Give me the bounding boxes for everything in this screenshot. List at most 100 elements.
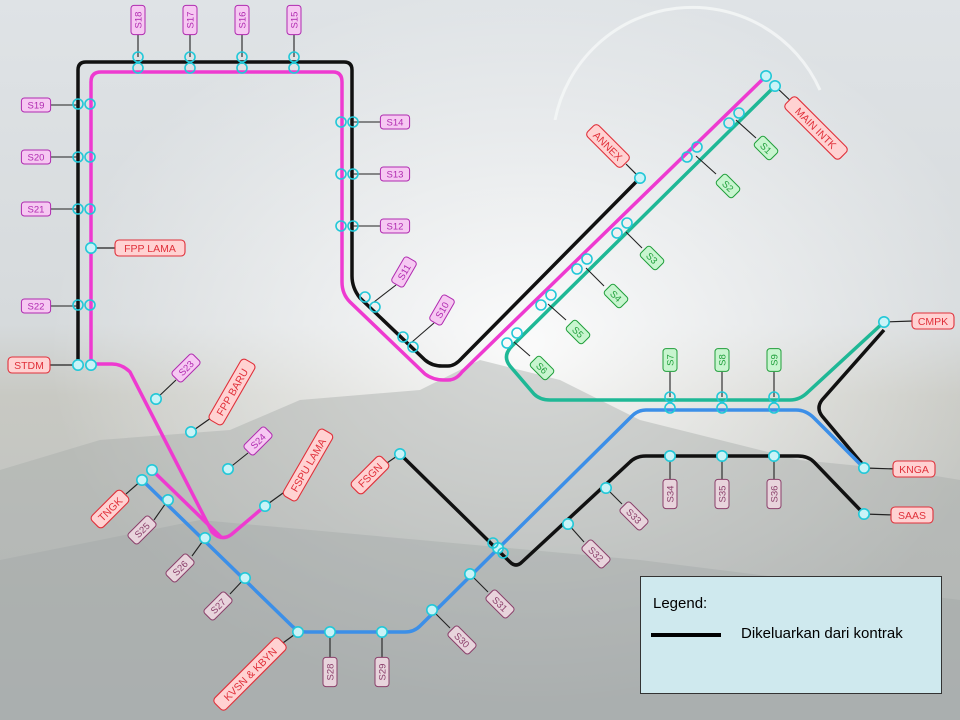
tag-box bbox=[391, 256, 417, 288]
tag-s25[interactable]: S25 bbox=[127, 515, 158, 546]
tag-label: S36 bbox=[770, 486, 781, 503]
tag-label: S29 bbox=[378, 664, 389, 681]
tag-s7[interactable]: S7 bbox=[662, 348, 678, 372]
magenta-line-north-loop bbox=[89, 70, 768, 382]
black-line-fsgn-branch bbox=[398, 452, 866, 567]
tag-leader-s1 bbox=[735, 119, 757, 139]
tag-leader-s2 bbox=[695, 155, 717, 175]
crossing-marker bbox=[621, 217, 633, 229]
tag-box bbox=[379, 166, 411, 182]
crossing-marker bbox=[184, 62, 196, 74]
tag-s1[interactable]: S1 bbox=[753, 135, 779, 161]
tag-box bbox=[127, 515, 157, 545]
junction-node bbox=[185, 425, 198, 438]
crossing-marker bbox=[681, 151, 693, 163]
tag-s5[interactable]: S5 bbox=[565, 319, 591, 345]
station-cmpk[interactable]: CMPK bbox=[911, 312, 955, 330]
crossing-marker bbox=[397, 331, 409, 343]
tag-box bbox=[619, 501, 649, 531]
junction-node bbox=[150, 392, 163, 405]
tag-s32[interactable]: S32 bbox=[581, 539, 612, 570]
junction-node bbox=[633, 172, 646, 185]
tag-label: S7 bbox=[666, 354, 677, 366]
station-box bbox=[892, 460, 936, 478]
tag-s22[interactable]: S22 bbox=[20, 298, 52, 314]
junction-node bbox=[136, 473, 149, 486]
tag-s10[interactable]: S10 bbox=[429, 294, 456, 326]
junction-node bbox=[877, 315, 890, 328]
junction-node bbox=[715, 449, 728, 462]
tag-s36[interactable]: S36 bbox=[766, 478, 782, 510]
tag-s4[interactable]: S4 bbox=[603, 283, 629, 309]
tag-s16[interactable]: S16 bbox=[234, 4, 250, 36]
tag-box bbox=[203, 591, 233, 621]
tag-s15[interactable]: S15 bbox=[286, 4, 302, 36]
station-fspu-lama[interactable]: FSPU LAMA bbox=[282, 428, 334, 503]
junction-node bbox=[375, 625, 388, 638]
station-box bbox=[208, 358, 256, 426]
tag-s35[interactable]: S35 bbox=[714, 478, 730, 510]
tag-s27[interactable]: S27 bbox=[203, 591, 234, 622]
tag-label: S20 bbox=[28, 153, 45, 164]
green-line bbox=[504, 84, 886, 402]
tag-s29[interactable]: S29 bbox=[374, 656, 390, 688]
station-box bbox=[114, 239, 186, 257]
tag-s23[interactable]: S23 bbox=[171, 353, 202, 384]
tag-s3[interactable]: S3 bbox=[639, 245, 665, 271]
tag-box bbox=[234, 4, 250, 36]
tag-s18[interactable]: S18 bbox=[130, 4, 146, 36]
tag-s11[interactable]: S11 bbox=[391, 256, 418, 288]
station-box bbox=[890, 506, 934, 524]
tag-s6[interactable]: S6 bbox=[529, 355, 555, 381]
station-fsgn[interactable]: FSGN bbox=[349, 454, 390, 495]
crossing-marker bbox=[84, 299, 96, 311]
tag-s34[interactable]: S34 bbox=[662, 478, 678, 510]
tag-s14[interactable]: S14 bbox=[379, 114, 411, 130]
tag-s33[interactable]: S33 bbox=[619, 501, 650, 532]
tag-s13[interactable]: S13 bbox=[379, 166, 411, 182]
tag-s24[interactable]: S24 bbox=[243, 426, 274, 457]
tag-box bbox=[485, 589, 515, 619]
crossing-marker bbox=[132, 62, 144, 74]
crossing-marker bbox=[407, 341, 419, 353]
station-stdm[interactable]: STDM bbox=[7, 356, 51, 374]
station-kvsn-kbyn[interactable]: KVSN & KBYN bbox=[212, 636, 288, 712]
tag-s26[interactable]: S26 bbox=[165, 553, 196, 584]
station-main-intk[interactable]: MAIN INTK bbox=[783, 95, 849, 161]
junction-node bbox=[599, 481, 612, 494]
junction-node bbox=[393, 447, 406, 460]
tag-s12[interactable]: S12 bbox=[379, 218, 411, 234]
station-knga[interactable]: KNGA bbox=[892, 460, 936, 478]
tag-s17[interactable]: S17 bbox=[182, 4, 198, 36]
tag-label: S19 bbox=[28, 101, 45, 112]
tag-s31[interactable]: S31 bbox=[485, 589, 516, 620]
tag-s30[interactable]: S30 bbox=[447, 625, 478, 656]
black-line-north-loop bbox=[76, 60, 642, 368]
tag-s21[interactable]: S21 bbox=[20, 201, 52, 217]
tag-box bbox=[639, 245, 665, 271]
station-tngk[interactable]: TNGK bbox=[89, 488, 130, 529]
station-fpp-baru[interactable]: FPP BARU bbox=[208, 358, 257, 427]
tag-label: S34 bbox=[666, 486, 677, 503]
tag-label: S18 bbox=[134, 12, 145, 29]
tag-s9[interactable]: S9 bbox=[766, 348, 782, 372]
crossing-marker bbox=[347, 116, 359, 128]
tag-s19[interactable]: S19 bbox=[20, 97, 52, 113]
tag-box bbox=[447, 625, 477, 655]
station-annex[interactable]: ANNEX bbox=[585, 123, 631, 169]
station-fpp-lama[interactable]: FPP LAMA bbox=[114, 239, 186, 257]
tag-label: S21 bbox=[28, 205, 45, 216]
crossing-marker bbox=[132, 51, 144, 63]
crossing-marker bbox=[84, 203, 96, 215]
junction-node bbox=[85, 242, 98, 255]
crossing-marker bbox=[501, 337, 513, 349]
junction-node bbox=[199, 531, 212, 544]
tag-s2[interactable]: S2 bbox=[715, 173, 741, 199]
crossing-marker bbox=[72, 299, 84, 311]
tag-s28[interactable]: S28 bbox=[322, 656, 338, 688]
station-saas[interactable]: SAAS bbox=[890, 506, 934, 524]
tag-s20[interactable]: S20 bbox=[20, 149, 52, 165]
tag-s8[interactable]: S8 bbox=[714, 348, 730, 372]
tag-label: S28 bbox=[326, 664, 337, 681]
